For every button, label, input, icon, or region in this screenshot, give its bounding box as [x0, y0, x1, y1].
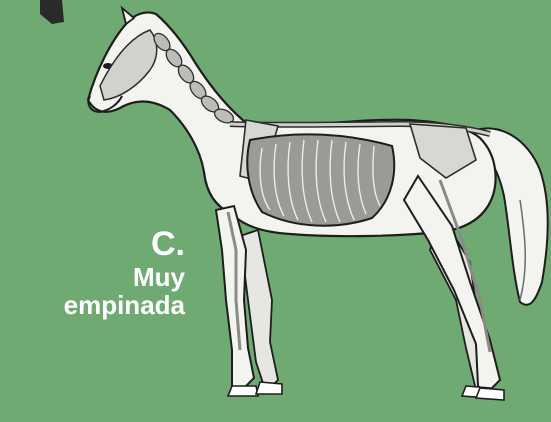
hoof: [228, 386, 258, 396]
corner-mark-icon: [40, 0, 64, 24]
figure-letter: C.: [64, 226, 185, 263]
hoof: [476, 388, 504, 400]
hoof: [256, 382, 282, 394]
figure-label: C. Muy empinada: [64, 226, 185, 319]
figure-caption-line1: Muy: [64, 263, 185, 291]
rib-cage: [247, 134, 394, 225]
figure-caption-line2: empinada: [64, 291, 185, 319]
